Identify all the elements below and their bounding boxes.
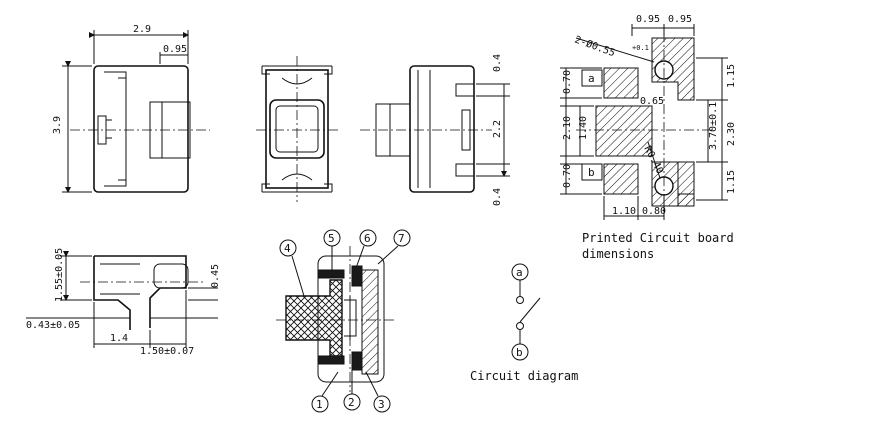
callout-2: 2 [343, 362, 361, 411]
dim-right-top: 0.4 [492, 54, 503, 72]
callout-5: 5 [323, 229, 341, 270]
dim-bottom-h2: 0.45 [210, 264, 221, 288]
circuit-diagram: a b [511, 263, 541, 361]
node-a-label: a [516, 266, 523, 279]
svg-text:3: 3 [378, 398, 385, 411]
pcb-r-bot: 1.15 [726, 170, 737, 194]
pcb-l-bot: 0.70 [562, 164, 573, 188]
front-view: 2.9 0.95 3.9 [52, 24, 210, 193]
svg-text:6: 6 [364, 232, 371, 245]
dim-bottom-w2: 1.4 [110, 333, 128, 344]
dim-bottom-w3: 1.50±0.07 [140, 346, 194, 357]
pcb-caption-line2: dimensions [582, 247, 654, 261]
callout-4: 4 [279, 239, 305, 297]
pcb-l-mid: 2.10 [562, 116, 573, 140]
pad-a-label: a [588, 72, 595, 85]
pcb-hole: 2-Ø0.55 [573, 34, 617, 60]
callout-7: 7 [377, 229, 411, 265]
callout-1: 1 [311, 371, 339, 413]
pcb-r-top: 1.15 [726, 64, 737, 88]
svg-text:7: 7 [398, 232, 405, 245]
dim-front-inner: 0.95 [163, 44, 187, 55]
dim-right-bot: 0.4 [492, 188, 503, 206]
node-b-label: b [516, 346, 523, 359]
svg-text:1: 1 [316, 398, 323, 411]
pcb-radius: R0.40 [641, 144, 665, 176]
dim-bottom-w1: 0.43±0.05 [26, 320, 80, 331]
callout-6: 6 [355, 229, 377, 269]
pcb-l-top: 0.70 [562, 70, 573, 94]
pcb-b-left: 1.10 [612, 206, 636, 217]
circuit-caption: Circuit diagram [470, 369, 578, 383]
pcb-b-right: 0.80 [642, 206, 666, 217]
pcb-top-b: 0.95 [668, 14, 692, 25]
bottom-view: 1.55±0.05 0.45 0.43±0.05 1.4 1.50±0.07 [26, 248, 221, 357]
svg-text:2: 2 [348, 396, 355, 409]
dim-right-mid: 2.2 [492, 120, 503, 138]
top-view [256, 56, 340, 202]
pcb-top-a: 0.95 [636, 14, 660, 25]
pcb-r-mid2: 2.30 [726, 122, 737, 146]
dim-front-width: 2.9 [133, 24, 151, 35]
pcb-hole-tol: +0.1 [632, 44, 649, 52]
dim-bottom-h1: 1.55±0.05 [54, 248, 65, 302]
pcb-l-mid2: 1.40 [578, 116, 589, 140]
callout-3: 3 [365, 371, 391, 413]
svg-text:5: 5 [328, 232, 335, 245]
pcb-r-mid: 3.70±0.1 [708, 102, 719, 150]
section-view: 1 2 3 4 5 6 7 [276, 229, 411, 413]
pcb-inner: 0.65 [640, 96, 664, 107]
pcb-caption-line1: Printed Circuit board [582, 231, 734, 245]
pcb-layout: a b 0.95 0.95 2-Ø0.55 +0.1 1.15 3.70±0.1… [560, 14, 737, 220]
dim-front-height: 3.9 [52, 116, 63, 134]
side-view: 0.4 2.2 0.4 [360, 54, 510, 206]
pad-b-label: b [588, 166, 595, 179]
svg-text:4: 4 [284, 242, 291, 255]
